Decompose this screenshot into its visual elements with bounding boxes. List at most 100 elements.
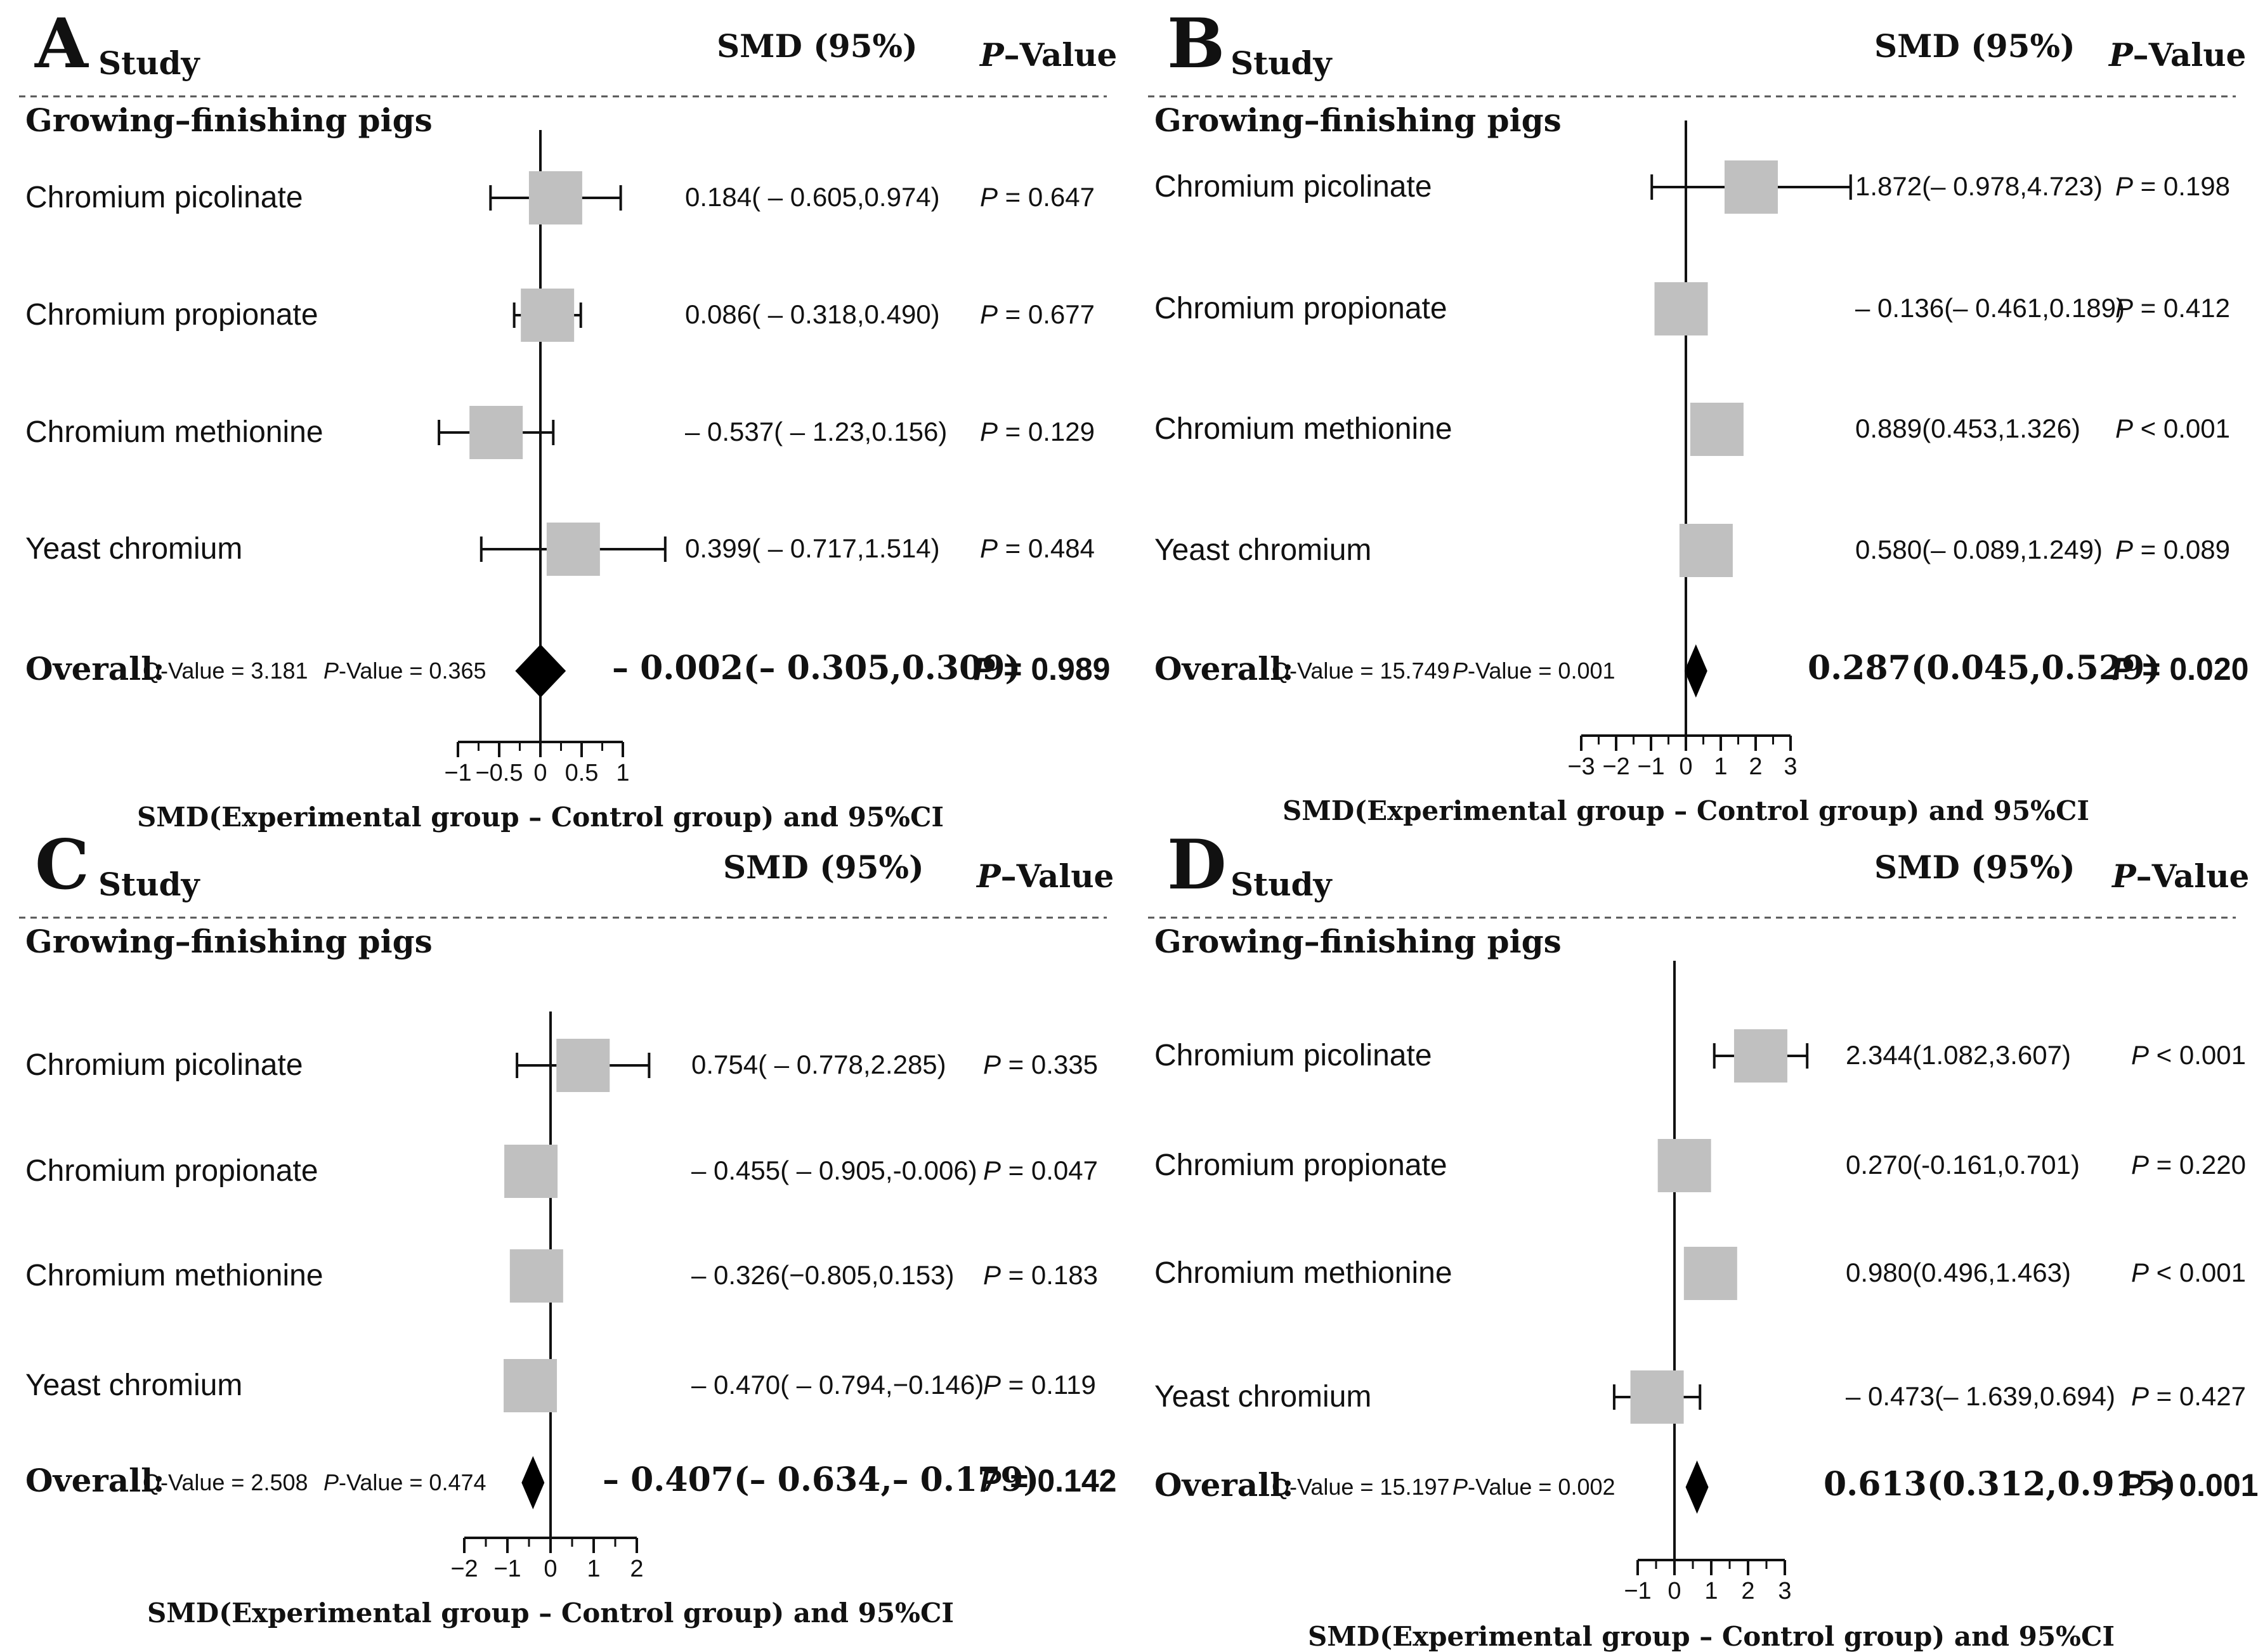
study-marker — [512, 289, 582, 342]
p-value-text: P = 0.484 — [980, 535, 1095, 562]
effect-size-box — [1654, 282, 1708, 335]
smd-header: SMD (95%) — [717, 27, 918, 65]
p-value-stat: -Value = 0.365 — [339, 658, 486, 684]
p-suffix: –Value — [2132, 36, 2247, 74]
p-value: = 0.989 — [995, 651, 1111, 687]
forest-plot-svg — [19, 916, 1107, 1553]
study-label: Chromium picolinate — [1154, 170, 1432, 204]
x-tick-label: −1 — [1624, 1578, 1652, 1604]
study-label: Chromium propionate — [25, 298, 318, 332]
study-header: Study — [1230, 866, 1332, 903]
study-header: Study — [98, 866, 200, 903]
p-italic: P — [2112, 651, 2134, 687]
p-value: = 0.427 — [2149, 1381, 2246, 1411]
p-value-text: P = 0.427 — [2131, 1383, 2246, 1410]
study-marker — [1650, 160, 1852, 214]
p-italic: P — [980, 533, 998, 563]
effect-size-box — [521, 289, 575, 342]
q-value-text: Q-Value = 15.197 — [1272, 1474, 1450, 1500]
study-label: Yeast chromium — [25, 1369, 243, 1402]
p-italic: P — [980, 182, 998, 212]
p-italic: P — [980, 299, 998, 329]
panel-letter: D — [1167, 825, 1227, 905]
study-label: Yeast chromium — [1154, 533, 1372, 567]
p-value: = 0.220 — [2149, 1150, 2246, 1180]
p-italic: P — [2109, 36, 2133, 74]
effect-size-box — [1630, 1370, 1684, 1424]
panel-letter: A — [35, 4, 88, 84]
p-value-text: P = 0.047 — [983, 1157, 1098, 1184]
p-value-text: P = 0.647 — [980, 184, 1095, 211]
study-marker — [1657, 1139, 1711, 1192]
estimate-text: 0.184( – 0.605,0.974) — [685, 182, 940, 212]
x-tick-label: −2 — [450, 1556, 478, 1582]
overall-p-value-stat: P-Value = 0.365 — [323, 660, 486, 682]
p-value-text: P = 0.129 — [980, 419, 1095, 445]
estimate-text: 1.872(– 0.978,4.723) — [1855, 171, 2103, 201]
p-italic: P — [983, 1260, 1002, 1290]
estimate-text: 0.980(0.496,1.463) — [1846, 1258, 2071, 1287]
p-italic: P — [2115, 413, 2134, 443]
p-suffix: –Value — [1000, 857, 1114, 895]
effect-size-box — [1679, 524, 1733, 577]
study-label: Chromium propionate — [1154, 292, 1447, 325]
group-label: Growing–finishing pigs — [25, 101, 433, 139]
estimate-text: 0.270(-0.161,0.701) — [1846, 1150, 2080, 1180]
study-marker — [1713, 1029, 1809, 1083]
study-marker — [1612, 1370, 1702, 1424]
p-italic: P — [1452, 1474, 1468, 1500]
p-value: = 0.647 — [998, 182, 1095, 212]
study-label: Yeast chromium — [1154, 1380, 1372, 1414]
overall-diamond — [1685, 1460, 1709, 1514]
estimate-text: 0.889(0.453,1.326) — [1855, 413, 2080, 443]
overall-label: Overall: — [1154, 1466, 1294, 1504]
p-italic: P — [980, 36, 1004, 74]
effect-size-box — [469, 406, 523, 459]
p-value-text: P = 0.335 — [983, 1051, 1098, 1078]
p-value: = 0.047 — [1001, 1155, 1098, 1185]
p-italic: P — [980, 1463, 1002, 1499]
x-tick-label: −2 — [1602, 753, 1630, 780]
effect-size-box — [1733, 1029, 1787, 1083]
p-value-stat: -Value = 0.002 — [1468, 1474, 1615, 1500]
p-value-header: P–Value — [2109, 39, 2246, 71]
overall-label: Overall: — [25, 1462, 165, 1499]
overall-label: Overall: — [25, 650, 165, 687]
x-tick-label: 0 — [1679, 753, 1693, 780]
p-italic: P — [980, 417, 998, 446]
x-tick-label: 2 — [630, 1556, 644, 1582]
overall-p-value: P = 0.989 — [974, 653, 1110, 685]
x-tick-label: −3 — [1567, 753, 1595, 780]
study-marker — [504, 1145, 558, 1198]
effect-size-box — [1683, 1247, 1737, 1300]
p-italic: P — [2122, 1467, 2143, 1503]
p-value: < 0.001 — [2133, 413, 2230, 443]
p-value-text: P = 0.677 — [980, 301, 1095, 328]
p-value: < 0.001 — [2149, 1258, 2246, 1287]
overall-p-value-stat: P-Value = 0.001 — [1452, 660, 1615, 682]
effect-size-box — [546, 523, 600, 576]
study-label: Chromium picolinate — [1154, 1039, 1432, 1072]
effect-size-box — [556, 1039, 610, 1092]
p-value: = 0.335 — [1001, 1050, 1098, 1079]
p-value-text: P = 0.412 — [2115, 295, 2230, 322]
study-marker — [1654, 282, 1708, 335]
p-italic: P — [974, 651, 995, 687]
x-tick-label: 2 — [1741, 1578, 1755, 1604]
x-tick-label: 3 — [1778, 1578, 1792, 1604]
study-marker — [1683, 1247, 1737, 1300]
p-value-stat: -Value = 0.001 — [1468, 658, 1615, 684]
x-tick-label: 2 — [1749, 753, 1763, 780]
q-value-text: Q-Value = 2.508 — [143, 1469, 308, 1495]
p-value: = 0.129 — [998, 417, 1095, 446]
x-tick-label: 0 — [1667, 1578, 1681, 1604]
p-italic: P — [323, 1469, 339, 1495]
effect-size-box — [1690, 403, 1744, 456]
effect-size-box — [504, 1145, 558, 1198]
smd-header: SMD (95%) — [1874, 27, 2075, 65]
forest-plot-svg — [1148, 95, 2236, 751]
p-value-stat: -Value = 0.474 — [339, 1469, 486, 1495]
x-tick-label: 0 — [533, 760, 547, 786]
p-italic: P — [983, 1155, 1002, 1185]
